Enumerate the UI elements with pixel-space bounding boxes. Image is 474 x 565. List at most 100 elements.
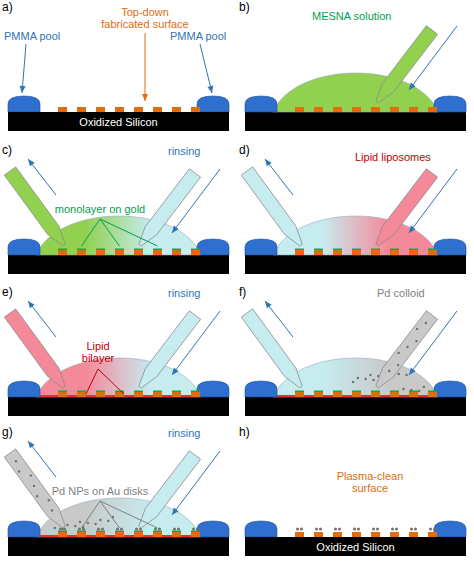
monolayer	[77, 391, 86, 393]
monolayer	[153, 531, 162, 533]
silicon-substrate	[8, 397, 229, 416]
leader-line	[82, 501, 101, 528]
annotation-label: monolayer on gold	[46, 203, 154, 215]
pd-particle	[425, 322, 427, 324]
arrow-head	[172, 508, 179, 515]
gold-disk	[134, 532, 143, 537]
monolayer	[390, 391, 399, 393]
pd-nanoparticle	[319, 528, 322, 531]
gold-disk	[409, 392, 418, 397]
annotation-label: Top-down fabricated surface	[99, 6, 191, 30]
annotation-label: Lipid bilayer	[70, 340, 126, 364]
gold-disk	[352, 392, 361, 397]
arrow-head	[265, 159, 272, 166]
monolayer	[77, 531, 86, 533]
arrow-line	[145, 33, 146, 101]
monolayer	[295, 391, 304, 393]
pd-nanoparticle	[315, 528, 318, 531]
pmma-pool	[245, 381, 277, 397]
pd-particle	[406, 346, 408, 348]
monolayer	[96, 391, 105, 393]
gold-disk	[172, 532, 181, 537]
monolayer	[409, 391, 418, 393]
pd-nanoparticle	[101, 528, 104, 531]
gold-disk	[333, 107, 342, 112]
gold-disk	[77, 392, 86, 397]
monolayer	[96, 531, 105, 533]
pmma-pool	[434, 381, 466, 397]
gold-disk	[58, 250, 67, 255]
pd-nanoparticle	[135, 528, 138, 531]
pd-nanoparticle	[192, 528, 195, 531]
gold-disk	[390, 107, 399, 112]
pd-particle	[398, 373, 400, 375]
gold-disk	[96, 532, 105, 537]
gold-disk	[153, 532, 162, 537]
gold-disk	[153, 392, 162, 397]
pd-nanoparticle	[173, 528, 176, 531]
pd-particle	[33, 485, 35, 487]
arrow-head	[409, 83, 416, 90]
annotation-label: rinsing	[168, 287, 200, 299]
monolayer	[134, 531, 143, 533]
pd-nanoparticle	[372, 528, 375, 531]
gold-disk	[428, 392, 437, 397]
pd-nanoparticle	[376, 528, 379, 531]
arrow-line	[172, 169, 220, 233]
arrow-head	[172, 368, 179, 375]
annotation-label: rinsing	[168, 145, 200, 157]
gold-disk	[333, 250, 342, 255]
monolayer	[191, 249, 200, 251]
pd-particle	[418, 390, 420, 392]
arrow-line	[28, 441, 56, 477]
pd-particle	[51, 509, 53, 511]
gold-disk	[314, 107, 323, 112]
gold-disk	[58, 392, 67, 397]
pmma-pool	[245, 96, 277, 112]
pd-nanoparticle	[338, 528, 341, 531]
pmma-pool	[197, 381, 229, 397]
pd-nanoparticle	[158, 528, 161, 531]
pd-particle	[107, 520, 109, 522]
annotation-label: Plasma-clean surface	[330, 470, 410, 494]
pd-nanoparticle	[97, 528, 100, 531]
pd-nanoparticle	[391, 528, 394, 531]
monolayer	[58, 249, 67, 251]
monolayer	[191, 531, 200, 533]
arrow-line	[409, 311, 457, 375]
annotation-label: Pd NPs on Au disks	[44, 485, 156, 497]
liquid-drop	[273, 73, 438, 112]
monolayer	[371, 249, 380, 251]
pd-particle	[369, 374, 371, 376]
monolayer	[153, 249, 162, 251]
pd-nanoparticle	[353, 528, 356, 531]
pd-particle	[352, 381, 354, 383]
pmma-pool	[434, 521, 466, 537]
pd-particle	[18, 470, 20, 472]
silicon-substrate	[245, 397, 466, 416]
arrow-head	[207, 85, 213, 93]
silicon-substrate	[8, 537, 229, 556]
gold-disk	[390, 392, 399, 397]
gold-disk	[191, 250, 200, 255]
pd-particle	[372, 379, 374, 381]
gold-disk	[409, 107, 418, 112]
pd-nanoparticle	[78, 528, 81, 531]
monolayer	[371, 391, 380, 393]
arrow-line	[28, 159, 56, 195]
monolayer	[352, 391, 361, 393]
leader-line	[100, 501, 158, 528]
monolayer	[115, 391, 124, 393]
leader-line	[100, 219, 158, 246]
pmma-pool	[434, 239, 466, 255]
gold-disk	[77, 532, 86, 537]
pd-nanoparticle	[82, 528, 85, 531]
arrow-head	[409, 226, 416, 233]
pmma-pool	[8, 239, 40, 255]
arrow-line	[22, 44, 26, 93]
gold-disk	[134, 250, 143, 255]
arrow-line	[28, 301, 56, 337]
pd-nanoparticle	[433, 528, 436, 531]
pd-nanoparticle	[296, 528, 299, 531]
